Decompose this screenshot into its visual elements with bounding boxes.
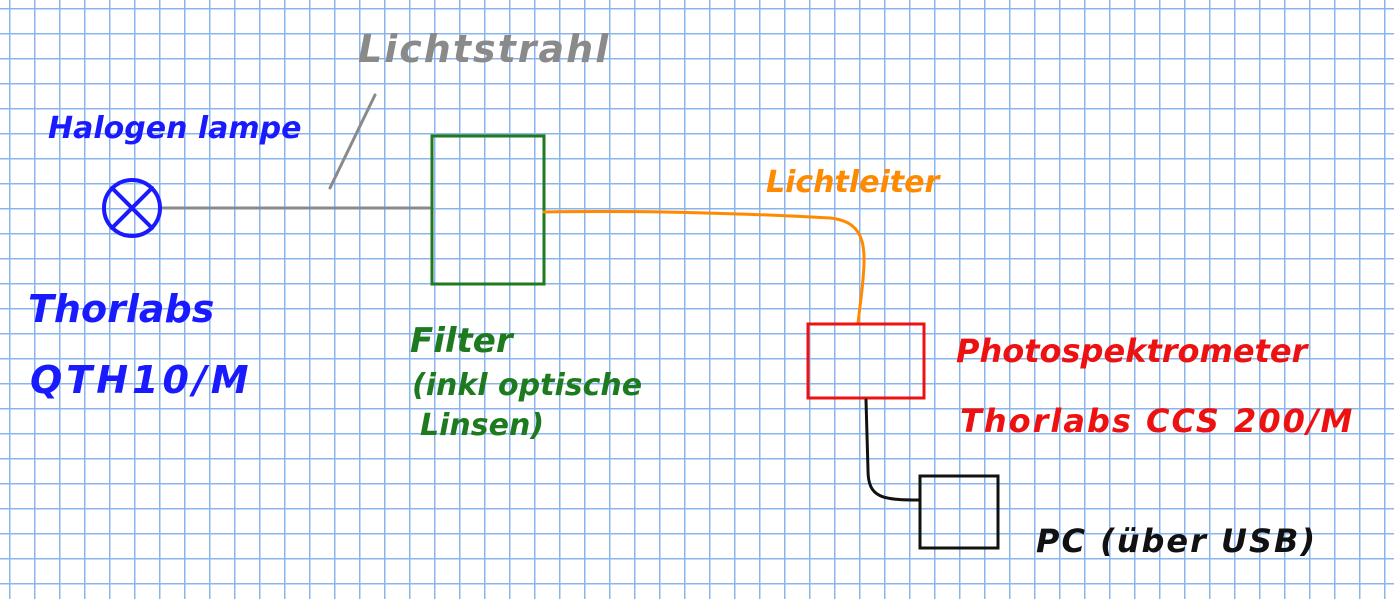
- beam-label: Lichtstrahl: [358, 27, 610, 71]
- light-beam: Lichtstrahl: [158, 27, 610, 210]
- circle-cross-icon: [102, 178, 162, 238]
- pc-box: [918, 474, 1000, 550]
- pc-label: PC (über USB): [1036, 522, 1317, 560]
- filter-label-line2: (inkl optische: [412, 368, 642, 403]
- spectrometer-name: Photospektrometer: [956, 332, 1310, 370]
- spectrometer: Photospektrometer Thorlabs CCS 200/M: [806, 322, 1354, 440]
- spectrometer-model: Thorlabs CCS 200/M: [960, 402, 1354, 440]
- fiber-label: Lichtleiter: [766, 165, 941, 200]
- filter: Filter (inkl optische Linsen): [410, 134, 642, 443]
- fiber-path: [542, 209, 866, 325]
- lamp-maker: Thorlabs: [28, 287, 214, 331]
- lamp-title: Halogen lampe: [48, 111, 301, 146]
- pc: PC (über USB): [864, 398, 1317, 560]
- spectrometer-box: [806, 322, 926, 400]
- lamp-model: QTH10/M: [30, 358, 253, 402]
- halogen-lamp: Halogen lampe Thorlabs QTH10/M: [28, 111, 301, 402]
- usb-cable: [864, 398, 922, 502]
- beam-pointer-line: [328, 93, 377, 190]
- filter-label-line1: Filter: [410, 321, 515, 361]
- light-guide: Lichtleiter: [542, 165, 941, 325]
- filter-label-line3: Linsen): [420, 408, 544, 443]
- filter-box: [430, 134, 546, 286]
